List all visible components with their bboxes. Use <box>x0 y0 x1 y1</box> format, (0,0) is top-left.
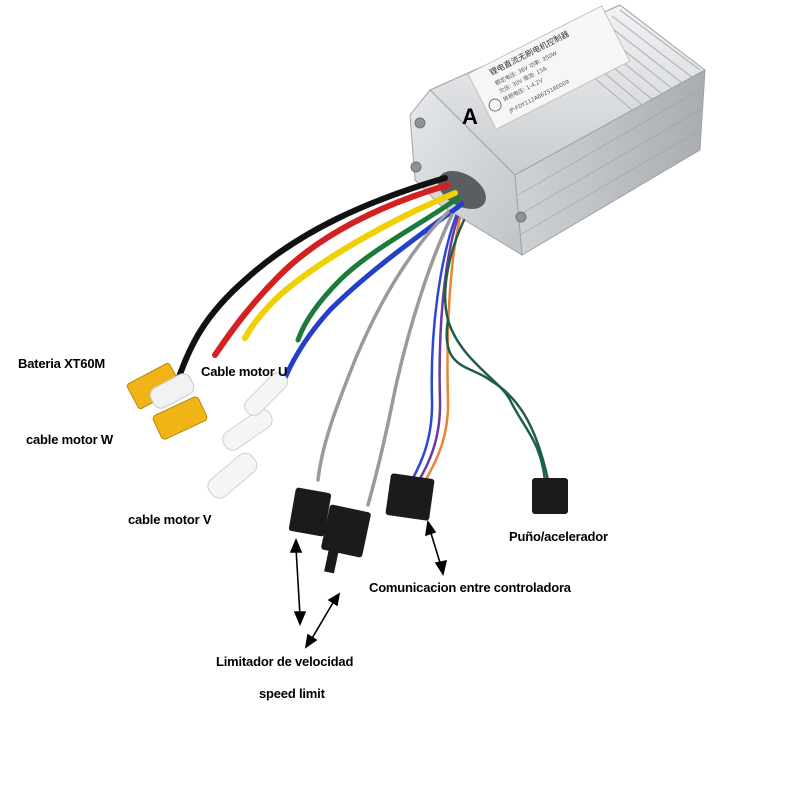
wire-blue-thick <box>282 201 465 381</box>
wire-black <box>175 175 448 383</box>
speed-limit-connector-2 <box>321 504 371 574</box>
arrow-communication <box>425 519 448 577</box>
connector-body <box>321 504 371 558</box>
wire-gray-mid <box>366 213 454 507</box>
arrow-speed-limit-2 <box>304 592 341 649</box>
wire-exit <box>438 171 486 209</box>
label-cable-motor-w: cable motor W <box>26 432 113 447</box>
label-battery-xt60m: Bateria XT60M <box>18 356 105 371</box>
wire-purple-thin <box>416 215 460 484</box>
label-speed-limit-en: speed limit <box>259 686 325 701</box>
motor-w-connector <box>152 396 208 440</box>
motor-w-yellow-bullet <box>152 396 208 440</box>
throttle-connector <box>532 478 568 514</box>
xt60-cover <box>149 373 195 409</box>
motor-u-connector <box>222 372 288 451</box>
speed-limit-connector-1 <box>288 487 332 537</box>
wire-red <box>212 182 451 358</box>
arrow-speed-limit-1 <box>289 537 307 627</box>
connector-body <box>288 487 332 537</box>
motor-u-bullet-2 <box>244 372 288 416</box>
wire-dark-green-loop <box>445 318 550 482</box>
label-communication: Comunicacion entre controladora <box>369 580 571 595</box>
controller-id-letter: A <box>462 104 478 129</box>
controller-front-face <box>409 89 523 256</box>
battery-connector-xt60 <box>126 362 195 410</box>
motor-v-bullet <box>207 452 258 499</box>
arrows <box>289 519 448 649</box>
connector-body <box>385 473 435 521</box>
sticker-background <box>467 5 631 130</box>
communication-connector <box>385 473 435 521</box>
screw <box>414 117 426 129</box>
screw <box>410 161 422 173</box>
wire-green <box>295 195 461 343</box>
wire-gray-left <box>316 210 450 482</box>
connector-body <box>532 478 568 514</box>
motor-v-connector <box>207 452 258 499</box>
wire-orange-thin <box>422 216 462 485</box>
wire-blue-thin <box>410 214 458 482</box>
label-throttle: Puño/acelerador <box>509 529 608 544</box>
label-cable-motor-v: cable motor V <box>128 512 212 527</box>
wire-dark-green-throttle <box>443 218 547 482</box>
sticker-logo <box>488 98 502 112</box>
label-cable-motor-u: Cable motor U <box>201 364 288 379</box>
connector-notch <box>324 546 340 574</box>
label-speed-limiter: Limitador de velocidad <box>216 654 354 669</box>
wires <box>175 175 550 507</box>
wire-yellow <box>242 190 458 341</box>
motor-u-bullet-1 <box>222 408 273 451</box>
screw <box>515 211 527 223</box>
